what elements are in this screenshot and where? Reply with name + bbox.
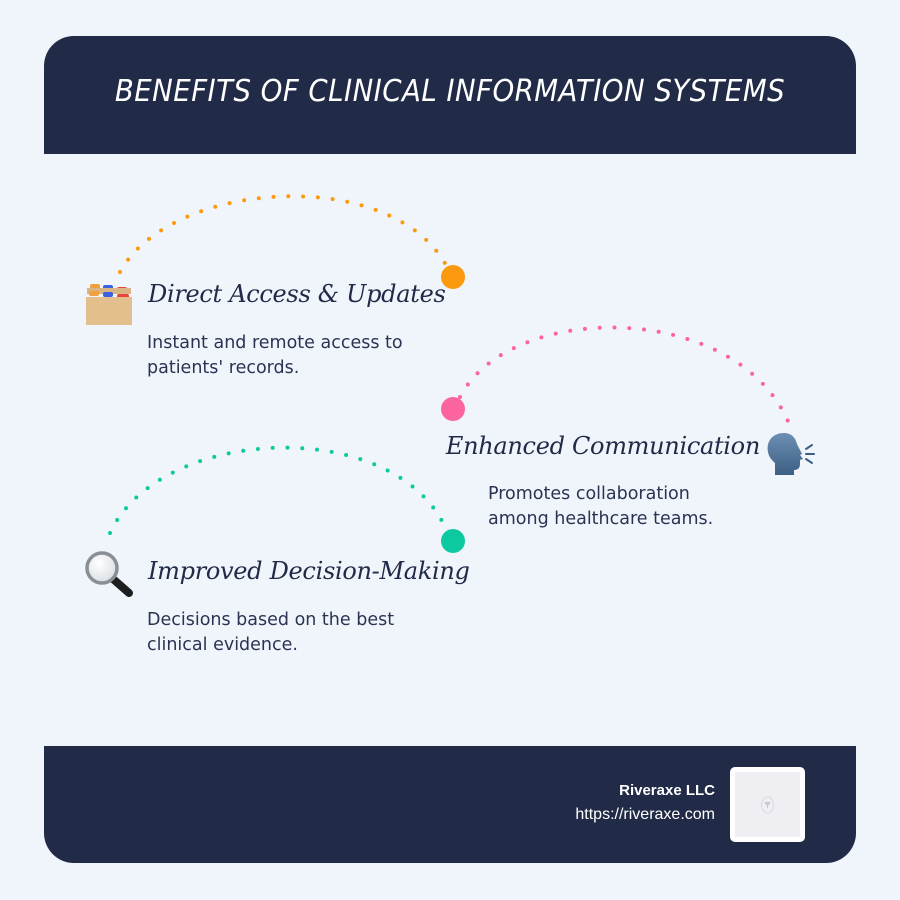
section-desc-improved-decision-making: Decisions based on the best clinical evi… [147,610,395,655]
company-logo [730,767,805,842]
company-url-link[interactable]: https://riveraxe.com [575,806,715,823]
footer-banner: Riveraxe LLC https://riveraxe.com [44,746,856,863]
speaking-head-icon [764,430,818,478]
teal-node-dot [441,529,465,553]
header-banner: BENEFITS OF CLINICAL INFORMATION SYSTEMS [44,36,856,154]
pink-dotted-arc [458,325,792,428]
orange-node-dot [441,265,465,289]
logo-placeholder [735,772,800,837]
company-name: Riveraxe LLC [619,782,715,799]
image-placeholder-icon [761,796,774,814]
teal-dotted-arc [108,445,448,535]
page-title: BENEFITS OF CLINICAL INFORMATION SYSTEMS [114,74,786,109]
section-title-improved-decision-making: Improved Decision-Making [148,557,470,585]
orange-dotted-arc [118,194,448,274]
section-desc-enhanced-communication: Promotes collaboration among healthcare … [488,484,714,529]
magnifying-glass-icon [83,549,137,599]
section-title-enhanced-communication: Enhanced Communication [445,432,760,460]
section-desc-direct-access: Instant and remote access to patients' r… [147,333,403,378]
pink-node-dot [441,397,465,421]
section-title-direct-access: Direct Access & Updates [148,280,446,308]
card-file-box-icon [84,280,134,328]
